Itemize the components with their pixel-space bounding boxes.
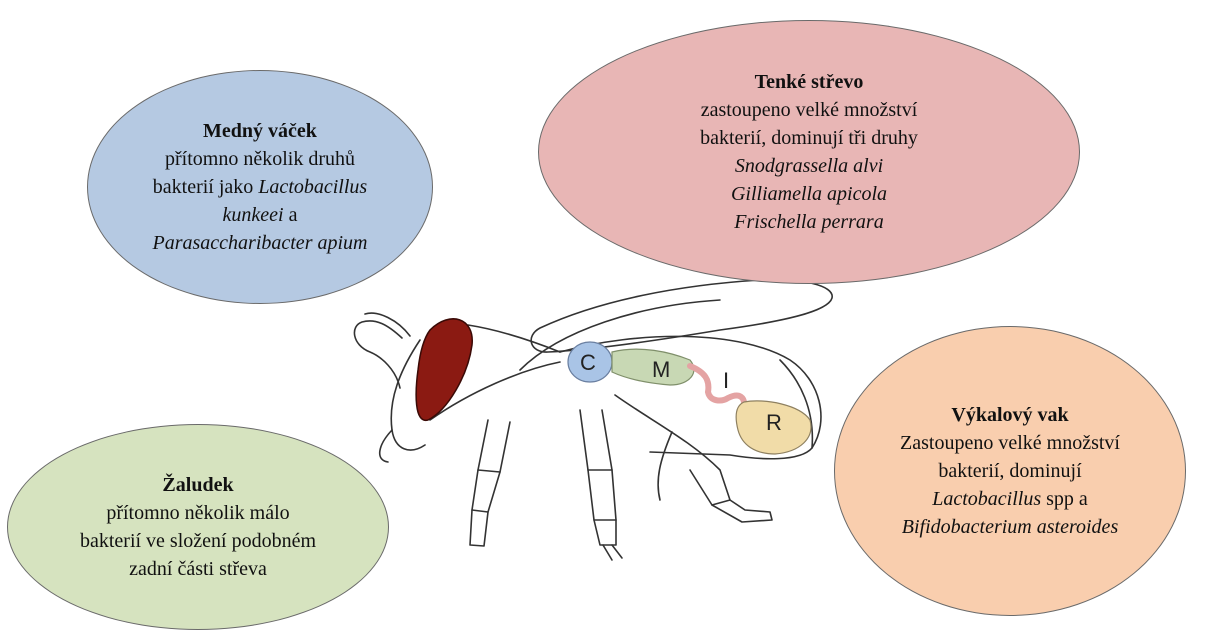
species-name: Bifidobacterium asteroides [902,516,1118,538]
rectum-title: Výkalový vak [951,401,1068,429]
ileum-species: Frischella perrara [734,208,883,236]
species-name: Gilliamella apicola [731,183,887,205]
stomach-line: zadní části střeva [129,555,267,583]
ileum-species: Gilliamella apicola [731,180,887,208]
crop-title: Medný váček [203,117,317,145]
compound-eye [416,319,472,421]
ileum-line: bakterií, dominují tři druhy [700,124,918,152]
species-name: Lactobacillus [932,488,1041,510]
middle-leg [580,410,612,470]
rectum-line: bakterií, dominují [938,457,1081,485]
crop-line: bakterií jako Lactobacillus [153,173,367,201]
rectum-text: spp a [1041,488,1088,510]
ileum-species: Snodgrassella alvi [735,152,883,180]
stomach-title: Žaludek [162,471,233,499]
ileum-line: zastoupeno velké množství [701,96,918,124]
crop-text: bakterií jako [153,176,259,198]
crop-species: kunkeei [223,204,284,226]
front-leg [478,420,510,472]
stomach-bubble: Žaludek přítomno několik málo bakterií v… [7,424,389,630]
ileum-title: Tenké střevo [755,68,864,96]
crop-species: Lactobacillus [258,176,367,198]
ileum-bubble: Tenké střevo zastoupeno velké množství b… [538,20,1080,284]
rectum-bubble: Výkalový vak Zastoupeno velké množství b… [834,326,1186,616]
crop-text: a [284,204,298,226]
gut-label-crop: C [580,350,596,375]
stomach-line: přítomno několik málo [106,499,289,527]
species-name: Snodgrassella alvi [735,155,883,177]
gut-label-rectum: R [766,410,782,435]
gut-ileum [690,366,744,406]
rectum-line: Lactobacillus spp a [932,485,1088,513]
crop-line: kunkeei a [223,201,298,229]
rectum-line: Bifidobacterium asteroides [902,513,1118,541]
crop-line: Parasaccharibacter apium [153,229,368,257]
thorax [468,325,560,352]
crop-species: Parasaccharibacter apium [153,232,368,254]
crop-line: přítomno několik druhů [165,145,355,173]
upper-wing [531,280,832,352]
antenna [354,321,402,388]
antenna [365,313,410,336]
crop-bubble: Medný váček přítomno několik druhů bakte… [87,70,433,304]
gut-label-ileum: I [723,368,729,393]
species-name: Frischella perrara [734,211,883,233]
rectum-line: Zastoupeno velké množství [900,429,1120,457]
hind-leg [615,395,730,505]
gut-label-midgut: M [652,357,670,382]
stomach-line: bakterií ve složení podobném [80,527,316,555]
